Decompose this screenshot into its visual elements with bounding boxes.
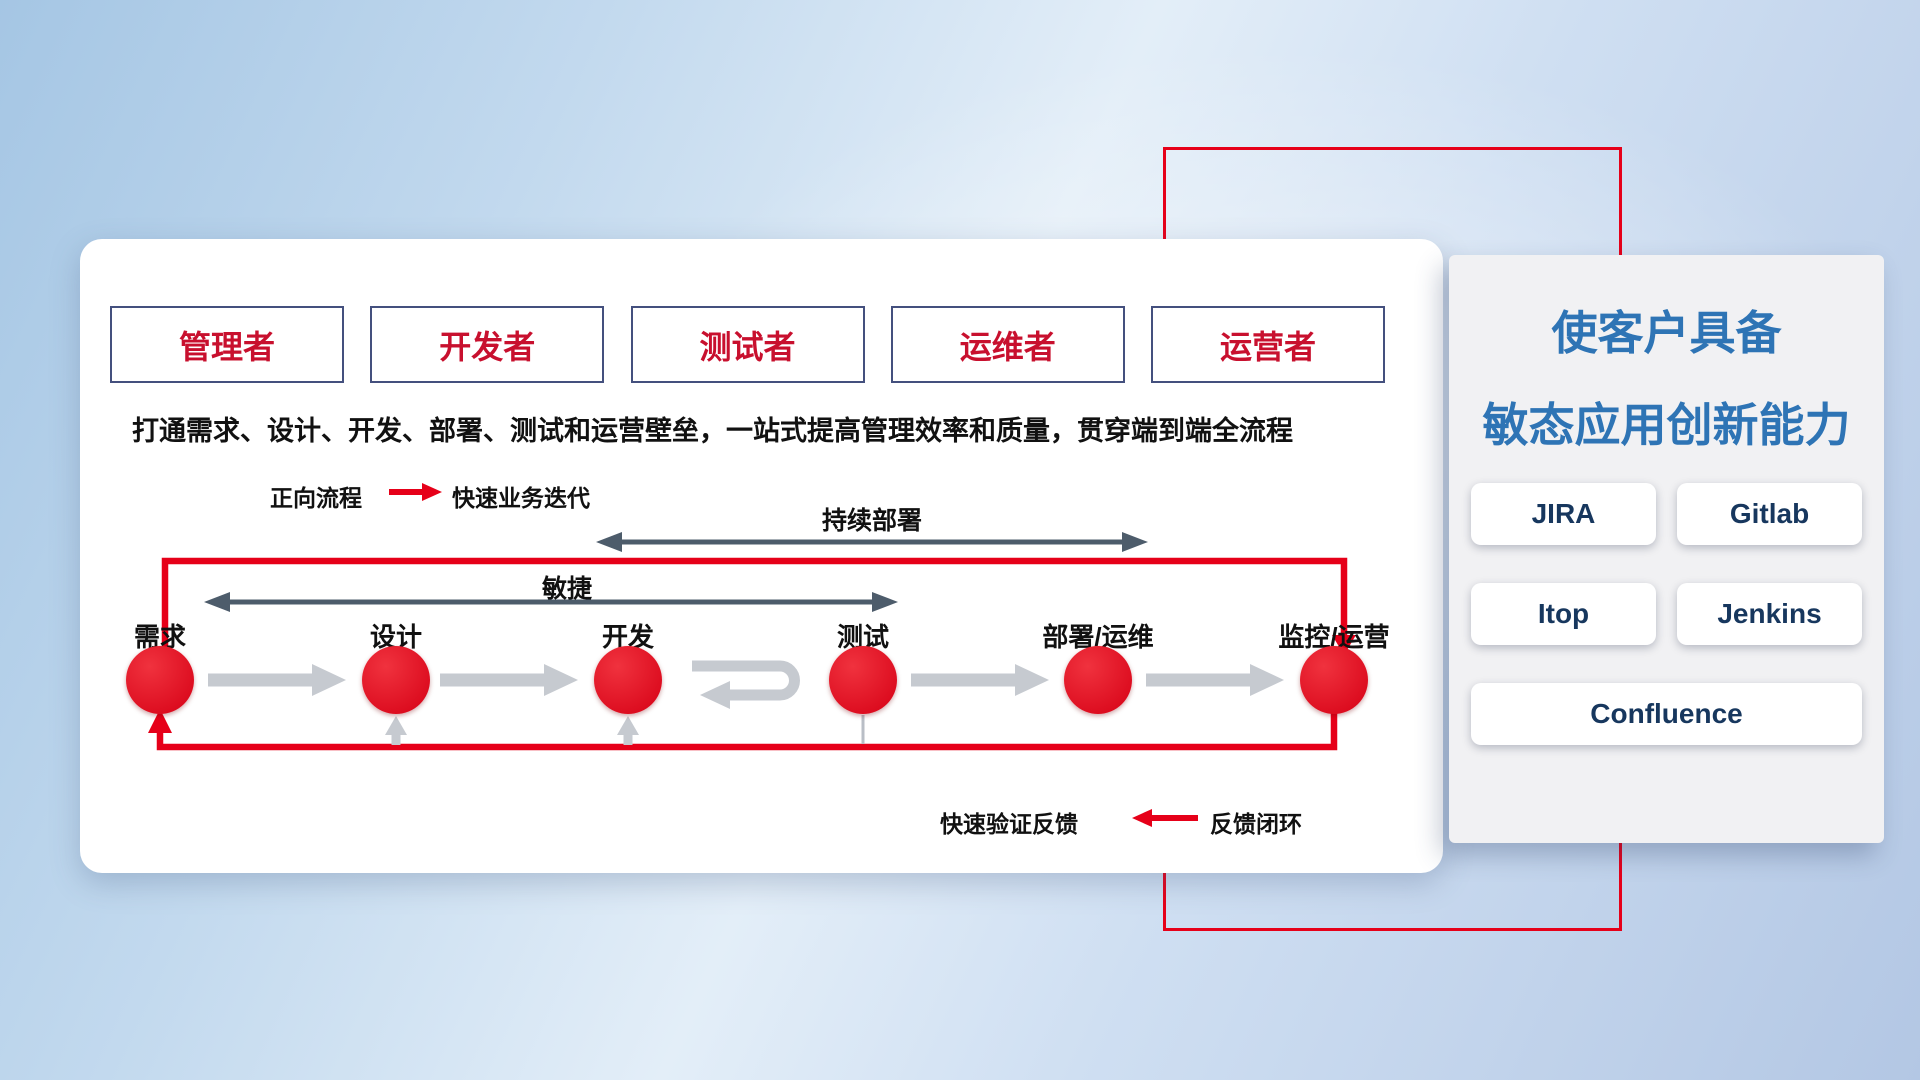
design-feedback-arrow-icon (385, 716, 407, 745)
panel-title-line2: 敏态应用创新能力 (1482, 399, 1851, 451)
dev-feedback-arrow-icon (617, 716, 639, 745)
capability-panel: 使客户具备 敏态应用创新能力 JIRA Gitlab Itop Jenkins … (1449, 255, 1884, 843)
role-box-developer: 开发者 (370, 306, 605, 383)
tool-chip-confluence: Confluence (1471, 683, 1862, 745)
devops-flow-card: 管理者 开发者 测试者 运维者 运营者 打通需求、设计、开发、部署、测试和运营壁… (80, 239, 1443, 873)
role-boxes-row: 管理者 开发者 测试者 运维者 运营者 (110, 306, 1385, 383)
flow-step-arrows (208, 664, 1284, 696)
flow-description: 打通需求、设计、开发、部署、测试和运营壁垒，一站式提高管理效率和质量，贯穿端到端… (132, 416, 1293, 446)
forward-flow-line (161, 557, 1356, 655)
tool-chip-jira: JIRA (1471, 483, 1656, 545)
stage-node-design (362, 646, 430, 714)
stage-node-monitor-op (1300, 646, 1368, 714)
role-box-tester: 测试者 (630, 306, 865, 383)
role-box-operator: 运营者 (1151, 306, 1385, 383)
iteration-loop-icon (692, 660, 800, 709)
forward-legend-arrow-icon (389, 483, 442, 501)
flow-diagram-arrows (148, 483, 1356, 827)
panel-title-line1: 使客户具备 (1551, 307, 1782, 359)
feedback-legend-label: 反馈闭环 (1210, 811, 1302, 837)
stage-node-testing (829, 646, 897, 714)
forward-legend-label: 正向流程 (270, 485, 362, 511)
feedback-legend-caption: 快速验证反馈 (940, 811, 1078, 837)
continuous-deploy-label: 持续部署 (821, 507, 923, 535)
feedback-flow-line (148, 709, 1338, 751)
tool-chip-jenkins: Jenkins (1677, 583, 1862, 645)
feedback-legend-arrow-icon (1132, 809, 1198, 827)
forward-legend-caption: 快速业务迭代 (452, 485, 590, 511)
stage-node-deploy-ops (1064, 646, 1132, 714)
agile-span-arrow (204, 592, 898, 612)
stage-node-requirements (126, 646, 194, 714)
tool-chip-gitlab: Gitlab (1677, 483, 1862, 545)
tool-chip-itop: Itop (1471, 583, 1656, 645)
agile-label: 敏捷 (541, 575, 593, 603)
role-box-manager: 管理者 (110, 306, 344, 383)
stage-node-development (594, 646, 662, 714)
role-box-ops: 运维者 (890, 306, 1125, 383)
cd-span-arrow (596, 532, 1148, 552)
